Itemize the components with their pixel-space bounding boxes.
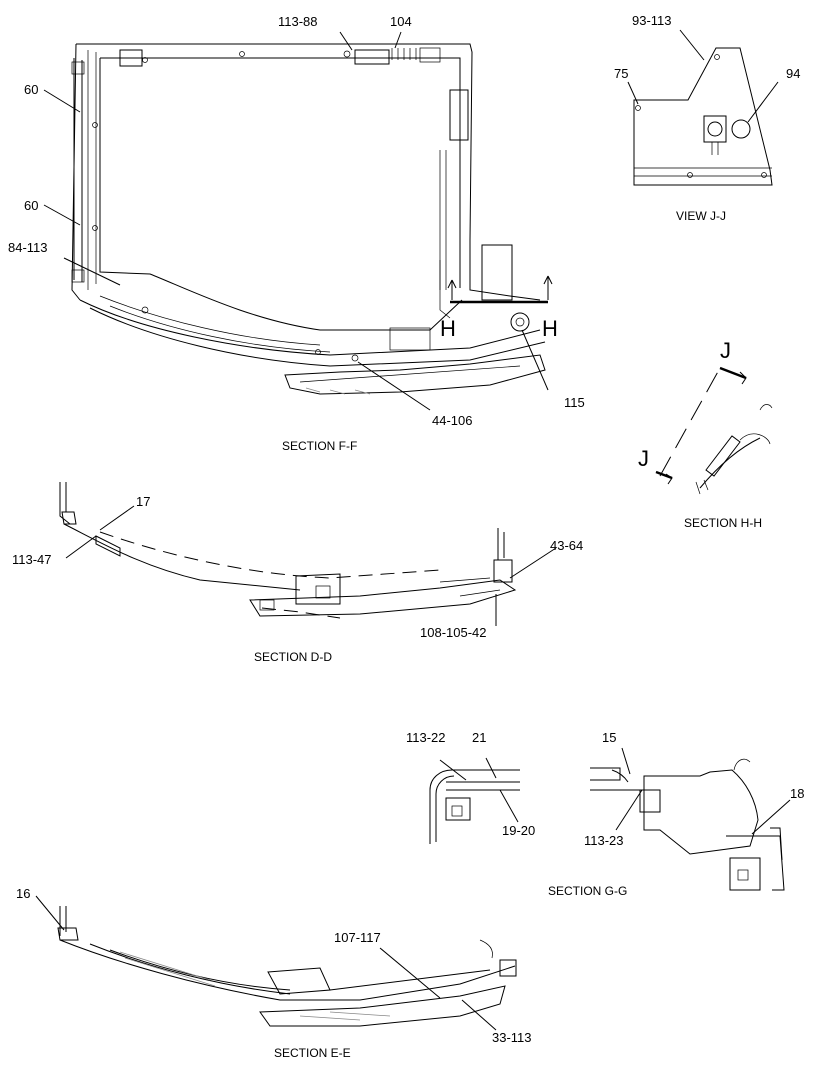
callout-113-22: 113-22 xyxy=(406,730,446,745)
caption-section-ee: SECTION E-E xyxy=(274,1046,351,1060)
section-dd-drawing xyxy=(59,482,557,626)
callout-17: 17 xyxy=(136,494,150,509)
section-ee-drawing xyxy=(35,895,517,1031)
marker-h-left: H xyxy=(440,316,456,341)
callout-94: 94 xyxy=(786,66,800,81)
caption-section-dd: SECTION D-D xyxy=(254,650,332,664)
callout-104: 104 xyxy=(390,14,412,29)
caption-section-gg: SECTION G-G xyxy=(548,884,627,898)
marker-j-bottom: J xyxy=(638,446,649,471)
callout-113-23: 113-23 xyxy=(584,833,624,848)
callout-60-lower: 60 xyxy=(24,198,38,213)
callout-108-105-42: 108-105-42 xyxy=(420,625,487,640)
callout-113-88: 113-88 xyxy=(278,14,318,29)
callout-93-113: 93-113 xyxy=(632,13,672,28)
section-ff-drawing xyxy=(43,31,553,411)
callout-16: 16 xyxy=(16,886,30,901)
callout-19-20: 19-20 xyxy=(502,823,535,838)
section-hh-drawing xyxy=(655,366,773,495)
callout-84-113: 84-113 xyxy=(8,240,48,255)
marker-h-right: H xyxy=(542,316,558,341)
caption-section-hh: SECTION H-H xyxy=(684,516,762,530)
callout-44-106: 44-106 xyxy=(432,413,472,428)
callout-21: 21 xyxy=(472,730,486,745)
caption-section-ff: SECTION F-F xyxy=(282,439,357,453)
callout-33-113: 33-113 xyxy=(492,1030,532,1045)
callout-43-64: 43-64 xyxy=(550,538,583,553)
callout-60-upper: 60 xyxy=(24,82,38,97)
callout-115: 115 xyxy=(564,395,585,410)
section-gg-right-drawing xyxy=(590,747,791,891)
section-gg-left-drawing xyxy=(429,757,520,844)
caption-view-jj: VIEW J-J xyxy=(676,209,726,223)
view-jj-drawing xyxy=(627,29,779,186)
callout-75: 75 xyxy=(614,66,628,81)
callout-107-117: 107-117 xyxy=(334,930,381,945)
callout-18: 18 xyxy=(790,786,804,801)
callout-113-47: 113-47 xyxy=(12,552,52,567)
callout-15: 15 xyxy=(602,730,616,745)
marker-j-top: J xyxy=(720,338,731,363)
